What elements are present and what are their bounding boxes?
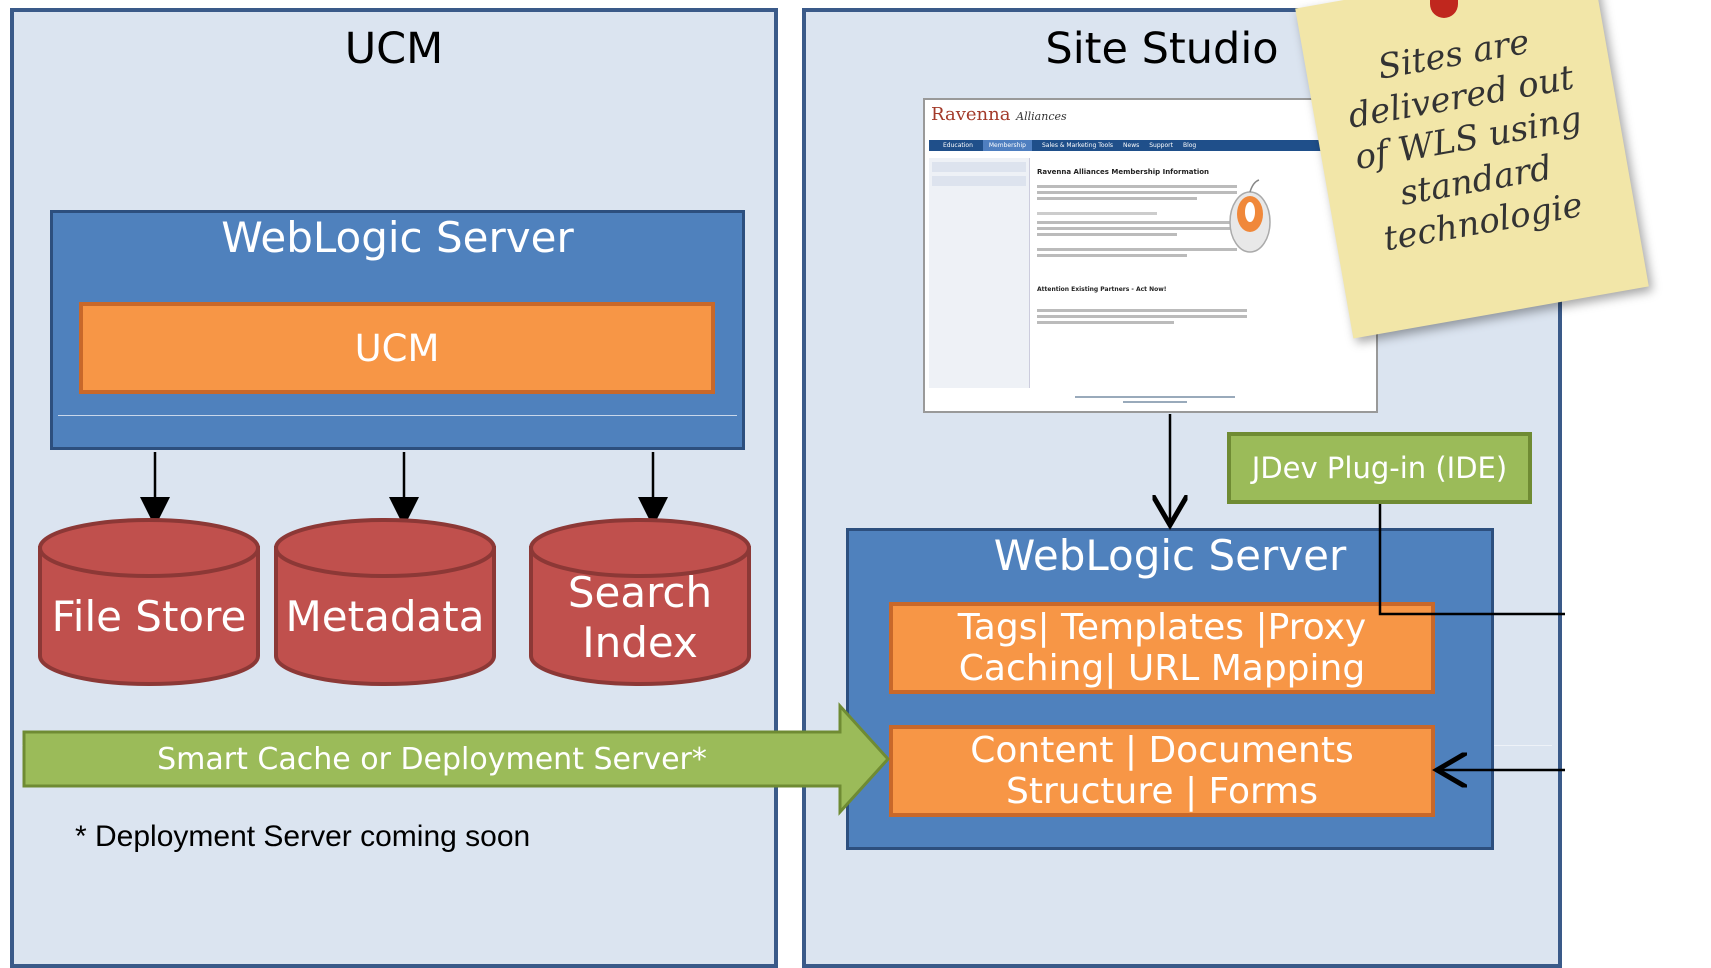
sticky-note-text: Sites are delivered out of WLS using sta…	[1345, 21, 1586, 260]
screenshot-sidebar	[929, 158, 1030, 388]
sticky-note: Sites are delivered out of WLS using sta…	[1295, 0, 1649, 339]
ucm-weblogic-title: WebLogic Server	[221, 213, 574, 262]
site-studio-panel-title: Site Studio	[1045, 24, 1279, 74]
screenshot-logo: Ravenna Alliances	[931, 104, 1067, 125]
ucm-weblogic-divider	[58, 415, 737, 416]
footnote: * Deployment Server coming soon	[75, 820, 531, 853]
file-store-label: File Store	[51, 592, 247, 641]
screenshot-subheading: Attention Existing Partners - Act Now!	[1037, 286, 1167, 293]
site-studio-features-box: Tags| Templates |Proxy Caching| URL Mapp…	[889, 602, 1435, 694]
search-index-label: Search Index	[567, 568, 713, 668]
screenshot-body-text-2	[1037, 306, 1247, 327]
ucm-app-box: UCM	[79, 302, 715, 394]
ucm-panel-title: UCM	[344, 24, 444, 74]
screenshot-body-text	[1037, 182, 1237, 260]
site-studio-weblogic-title: WebLogic Server	[993, 531, 1347, 580]
metadata-label: Metadata	[285, 592, 485, 641]
smart-cache-label: Smart Cache or Deployment Server*	[157, 741, 707, 777]
website-screenshot: Ravenna Alliances Education Membership S…	[923, 98, 1378, 413]
mouse-icon	[1229, 179, 1271, 253]
pushpin-icon	[1430, 0, 1458, 18]
site-studio-content-box: Content | Documents Structure | Forms	[889, 725, 1435, 817]
screenshot-nav: Education Membership Sales & Marketing T…	[929, 140, 1374, 151]
screenshot-footer	[1075, 394, 1235, 406]
screenshot-heading: Ravenna Alliances Membership Information	[1037, 168, 1210, 176]
jdev-plugin-box: JDev Plug-in (IDE)	[1227, 432, 1532, 504]
